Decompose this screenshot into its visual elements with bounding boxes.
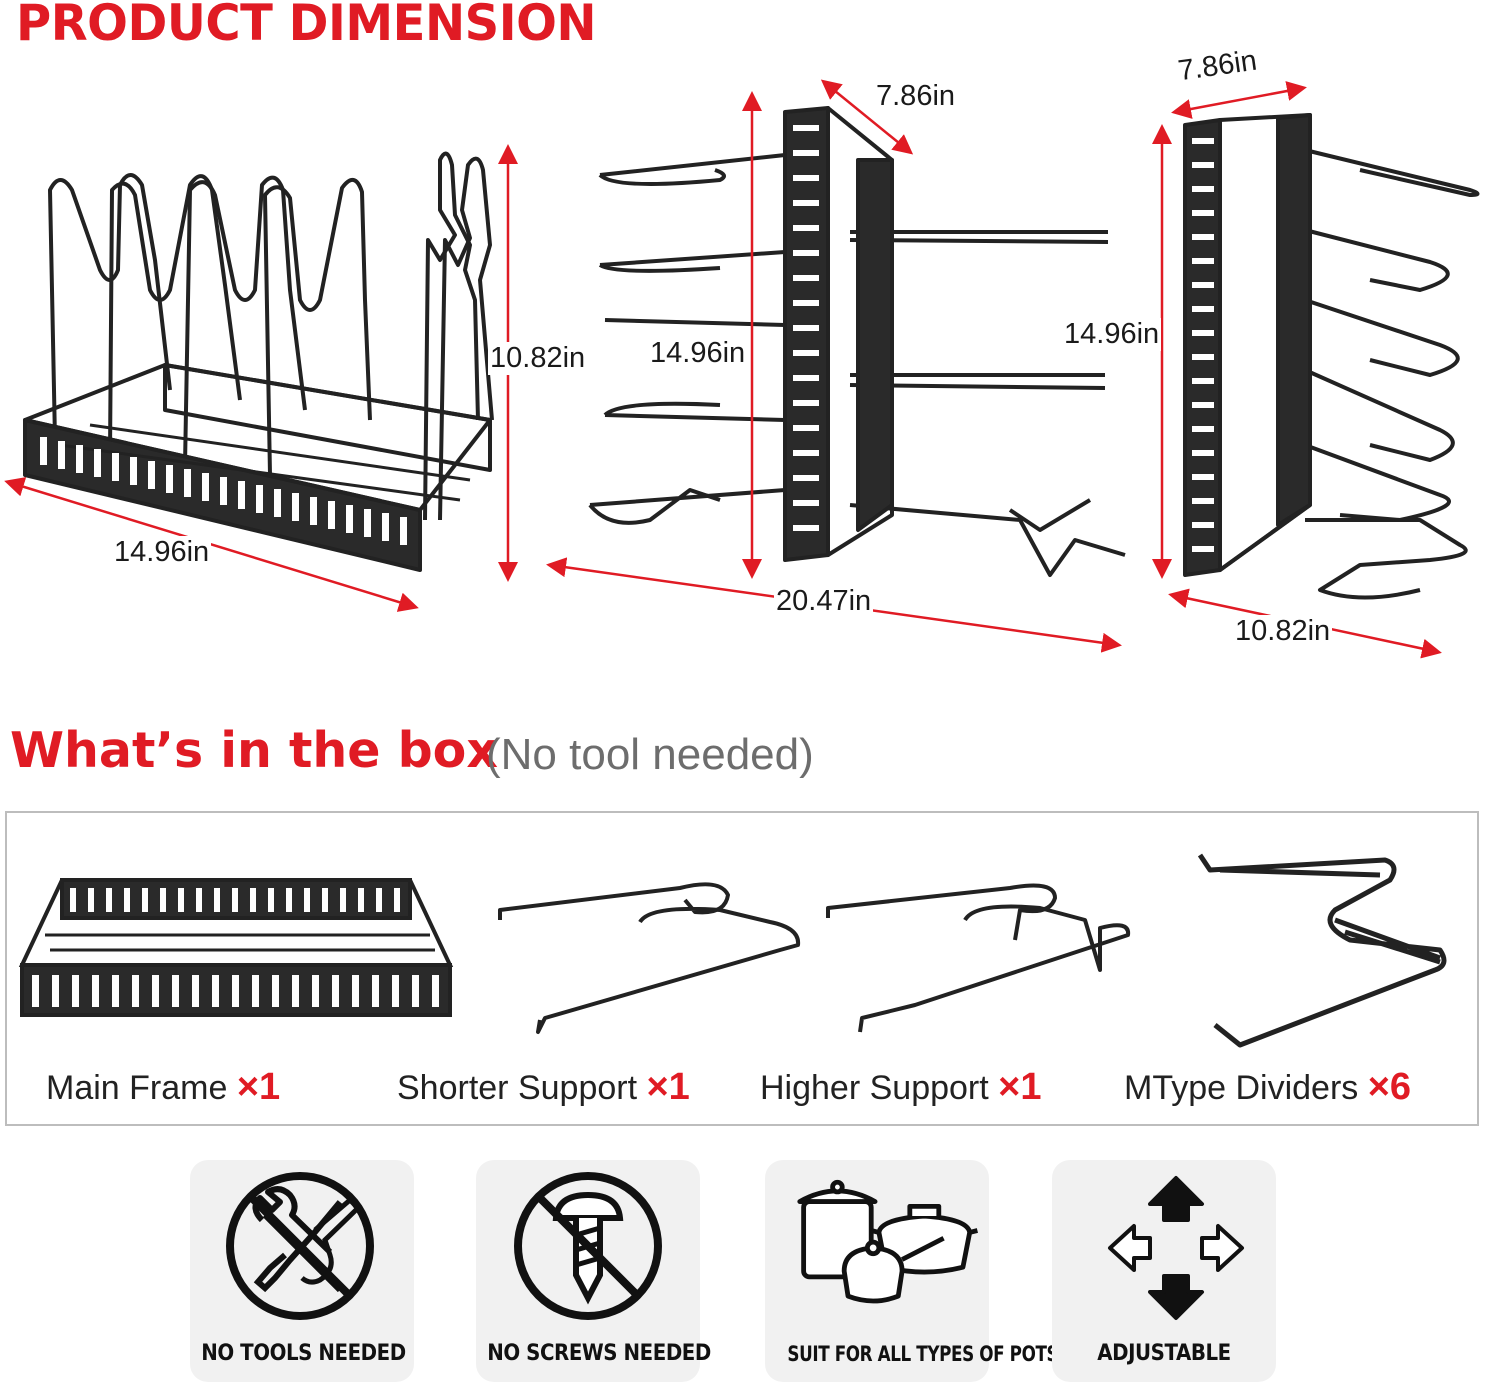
higher-support-illustration [826,883,1131,1033]
whats-in-box-note: (No tool needed) [486,730,814,779]
dim-view1-height: 10.82in [488,342,588,375]
dim-view3-length: 10.82in [1233,615,1333,648]
whats-in-box-title: What’s in the box [10,722,498,779]
box-item-main-frame: Main Frame ×1 [46,1066,280,1109]
feature-label: SUIT FOR ALL TYPES OF POTS [787,1342,1059,1366]
box-item-qty: ×1 [646,1066,690,1108]
rack-side-view [588,106,1126,577]
feature-card-all-pots: SUIT FOR ALL TYPES OF POTS [765,1160,1059,1382]
box-item-shorter-support: Shorter Support ×1 [397,1066,690,1109]
shorter-support-illustration [498,882,801,1034]
box-item-mtype-dividers: MType Dividers ×6 [1124,1066,1411,1109]
dim-view2-length: 20.47in [774,585,874,618]
rack-angled-view [1183,113,1480,600]
feature-card-no-tools: NO TOOLS NEEDED [190,1160,414,1382]
feature-label: NO TOOLS NEEDED [201,1341,406,1366]
no-screws-icon [514,1172,662,1320]
adjustable-arrows-icon [1108,1176,1244,1320]
box-item-qty: ×1 [998,1066,1042,1108]
no-tools-icon [226,1172,374,1320]
angled-post-slots [1192,138,1214,552]
dimension-illustrations [4,79,1480,659]
box-item-qty: ×6 [1367,1066,1412,1108]
box-contents-panel [5,811,1479,1126]
box-item-qty: ×1 [236,1066,281,1108]
box-contents-illustrations [18,853,1447,1048]
dim-view2-depth: 7.86in [874,80,958,113]
pots-icon [797,1179,978,1304]
box-item-label: Shorter Support [397,1069,638,1107]
dim-view1-length: 14.96in [112,536,212,569]
box-item-label: Main Frame [46,1069,228,1107]
dim-view2-height: 14.96in [648,337,748,370]
box-item-label: MType Dividers [1124,1069,1359,1107]
dim-view3-height: 14.96in [1062,318,1162,351]
mtype-dividers-illustration [1197,853,1447,1048]
product-dimension-title: PRODUCT DIMENSION [16,0,597,52]
feature-label: ADJUSTABLE [1097,1341,1231,1366]
feature-card-no-screws: NO SCREWS NEEDED [476,1160,711,1382]
box-item-higher-support: Higher Support ×1 [760,1066,1041,1109]
box-item-label: Higher Support [760,1069,989,1107]
side-post-slots [793,125,819,531]
feature-label: NO SCREWS NEEDED [487,1341,711,1366]
feature-card-adjustable: ADJUSTABLE [1052,1160,1276,1382]
main-frame-slots [32,888,439,1007]
